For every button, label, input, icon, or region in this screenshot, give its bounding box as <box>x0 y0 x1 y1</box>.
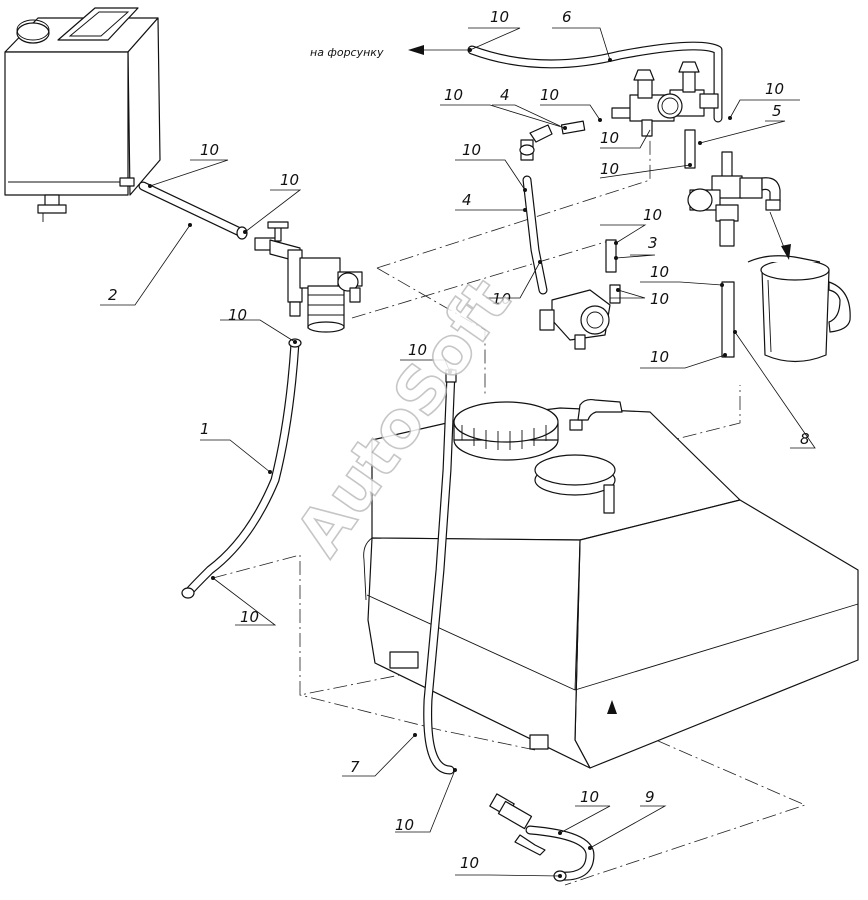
callout: 9 <box>645 788 655 806</box>
nozzle-note: на форсунку <box>310 46 384 59</box>
callout: 10 <box>540 86 559 104</box>
leader-dots <box>148 48 737 878</box>
callout: 1 <box>200 420 210 438</box>
collection-jug <box>747 255 851 363</box>
callout: 10 <box>643 206 662 224</box>
callout: 10 <box>650 290 669 308</box>
callout: 10 <box>240 608 259 626</box>
valve-block <box>611 61 719 137</box>
washer-tank <box>363 398 859 769</box>
callout: 10 <box>444 86 463 104</box>
callout: 10 <box>600 129 619 147</box>
callout: 3 <box>648 234 658 252</box>
callout: 10 <box>228 306 247 324</box>
callout: 6 <box>562 8 572 26</box>
callout: 10 <box>600 160 619 178</box>
hoses <box>138 41 723 881</box>
callout: 8 <box>800 430 810 448</box>
tee-assembly <box>687 151 781 247</box>
callout: 10 <box>492 290 511 308</box>
callout: 2 <box>108 286 118 304</box>
callout: 10 <box>765 80 784 98</box>
callout: 10 <box>200 141 219 159</box>
elbow-fittings <box>519 124 621 304</box>
callout: 4 <box>500 86 510 104</box>
callout: 10 <box>395 816 414 834</box>
callout: 10 <box>650 348 669 366</box>
callouts: 10 6 10 4 10 5 10 10 10 4 10 10 2 10 3 1… <box>108 8 810 806</box>
extra-callouts: 10 10 10 <box>395 788 599 872</box>
callout: 10 <box>462 141 481 159</box>
callout: 4 <box>462 191 472 209</box>
drain-valve <box>489 793 546 856</box>
callout: 5 <box>772 102 782 120</box>
callout: 10 <box>280 171 299 189</box>
flow-arrows <box>408 45 791 714</box>
leader-lines <box>100 27 816 877</box>
callout: 10 <box>650 263 669 281</box>
filter-assembly <box>254 221 363 333</box>
callout: 7 <box>350 758 360 776</box>
callout: 10 <box>580 788 599 806</box>
washer-pump <box>539 289 611 350</box>
washer-canister <box>4 7 161 222</box>
callout: 10 <box>460 854 479 872</box>
callout: 10 <box>408 341 427 359</box>
callout: 10 <box>490 8 509 26</box>
